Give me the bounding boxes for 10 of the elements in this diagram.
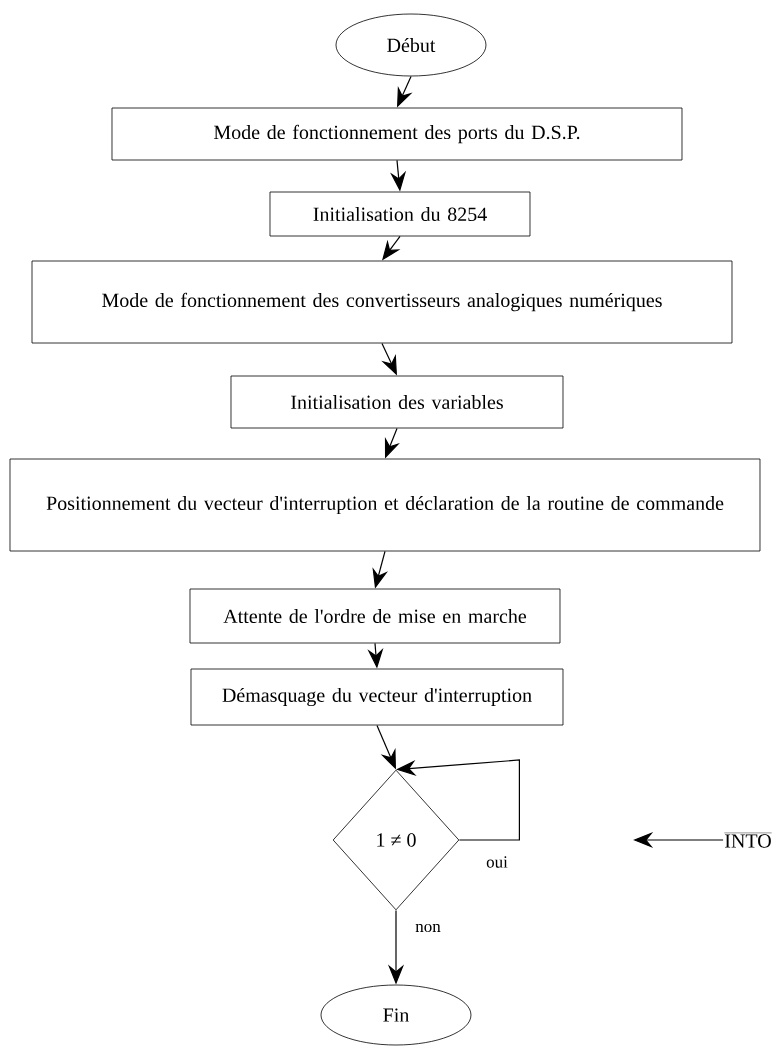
process-box: Démasquage du vecteur d'interruption — [190, 668, 564, 726]
signal-label: INTO — [724, 832, 772, 848]
process-box: Mode de fonctionnement des ports du D.S.P. — [111, 107, 683, 161]
process-box: Attente de l'ordre de mise en marche — [189, 588, 561, 644]
process-box: Mode de fonctionnement des convertisseurs analogiques numériques — [31, 260, 733, 344]
process-box: Initialisation du 8254 — [269, 191, 531, 237]
edge-label: non — [414, 922, 442, 934]
edge-label: oui — [485, 855, 509, 869]
process-box: Positionnement du vecteur d'interruption et déclaration de la routine de commande — [9, 458, 761, 552]
process-box: Initialisation des variables — [230, 375, 564, 429]
